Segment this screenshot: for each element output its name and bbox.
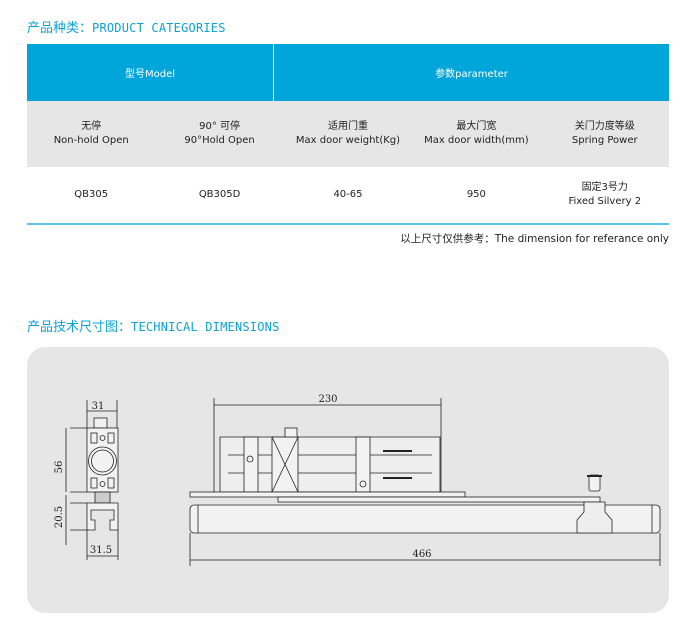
dim-label: 466: [412, 549, 431, 560]
table-cell: 固定3号力 Fixed Silvery 2: [541, 167, 669, 223]
column-en: Max door weight(Kg): [295, 135, 401, 146]
column-cn: 最大门宽: [456, 121, 497, 132]
column-cn: 适用门重: [327, 121, 368, 132]
column-headers: 无停 Non-hold Open 90° 可停 90°Hold Open 适用门重 M…: [27, 101, 669, 167]
column-cn: 无停: [81, 121, 102, 132]
dimensions-title-cn: 产品技术尺寸图：: [27, 320, 132, 335]
column-header: 关门力度等级 Spring Power: [541, 101, 669, 167]
table-row: QB305 QB305D 40-65 950 固定3号力 Fixed Silver…: [27, 167, 669, 225]
column-en: 90°Hold Open: [184, 135, 255, 146]
cell-text: 40-65: [333, 189, 363, 200]
column-header: 最大门宽 Max door width(mm): [412, 101, 540, 167]
dim-label: 31.5: [90, 545, 112, 556]
dim-label: 56: [54, 461, 65, 474]
side-view: 31 56 20.5 31.5: [54, 400, 119, 560]
column-header: 90° 可停 90°Hold Open: [155, 101, 283, 167]
reference-note: 以上尺寸仅供参考：The dimension for referance onl…: [400, 233, 669, 245]
cell-text: Fixed Silvery 2: [568, 196, 642, 207]
column-en: Max door width(mm): [424, 135, 529, 146]
categories-title: 产品种类：PRODUCT CATEGORIES: [27, 17, 226, 36]
cell-text: 固定3号力: [581, 182, 628, 193]
column-en: Non-hold Open: [53, 135, 129, 146]
column-header: 适用门重 Max door weight(Kg): [284, 101, 412, 167]
column-cn: 关门力度等级: [574, 121, 635, 132]
column-en: Spring Power: [571, 135, 638, 146]
cell-text: 950: [466, 189, 486, 200]
front-view: 230 466: [189, 394, 661, 566]
product-table: 型号Model 参数parameter 无停 Non-hold Open 90° …: [27, 44, 669, 225]
table-cell: QB305: [27, 167, 155, 223]
column-cn: 90° 可停: [199, 121, 241, 132]
column-header: 无停 Non-hold Open: [27, 101, 155, 167]
dimensions-title-en: TECHNICAL DIMENSIONS: [131, 320, 280, 334]
dim-label: 230: [318, 394, 337, 405]
dim-label: 20.5: [54, 506, 65, 528]
header-model: 型号Model: [27, 44, 274, 101]
table-cell: 950: [412, 167, 540, 223]
dimensions-title: 产品技术尺寸图：TECHNICAL DIMENSIONS: [27, 316, 280, 335]
cell-text: QB305D: [198, 189, 241, 200]
table-cell: 40-65: [284, 167, 412, 223]
categories-title-en: PRODUCT CATEGORIES: [92, 21, 226, 35]
categories-title-cn: 产品种类：: [27, 21, 93, 36]
table-cell: QB305D: [155, 167, 283, 223]
table-header: 型号Model 参数parameter: [27, 44, 669, 101]
cell-text: QB305: [74, 189, 109, 200]
dim-label: 31: [92, 401, 105, 412]
header-parameter: 参数parameter: [435, 69, 508, 80]
